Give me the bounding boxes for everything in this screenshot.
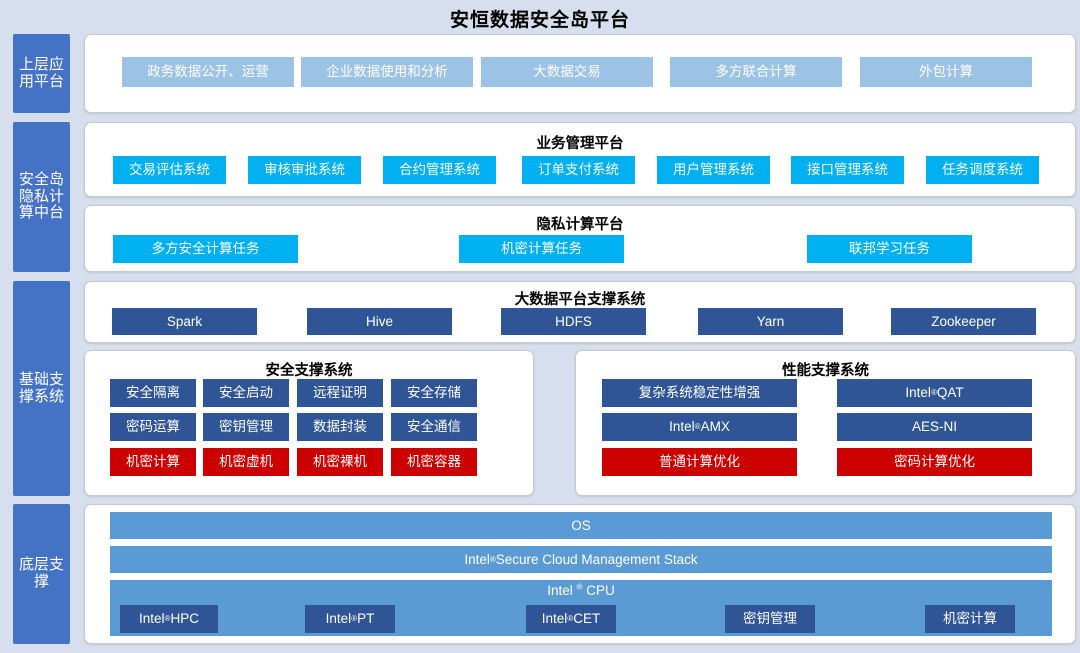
security-support-panel: 安全支撑系统 安全隔离 安全启动 远程证明 安全存储 密码运算 密钥管理 数据封…	[84, 350, 534, 496]
security-chip-key-mgmt[interactable]: 密钥管理	[203, 413, 289, 441]
bigdata-chip-spark[interactable]: Spark	[112, 308, 257, 335]
privacy-platform-panel: 隐私计算平台 多方安全计算任务 机密计算任务 联邦学习任务	[84, 205, 1076, 272]
sidebar-item-infra-support[interactable]: 基础支撑系统	[13, 281, 70, 496]
business-platform-title: 业务管理平台	[536, 136, 624, 152]
page-title: 安恒数据安全岛平台	[449, 10, 630, 31]
privacy-chip-mpc[interactable]: 多方安全计算任务	[113, 235, 298, 263]
bottom-chip-intel-pt[interactable]: Intel® PT	[305, 605, 395, 633]
app-chip-government[interactable]: 政务数据公开、运营	[122, 57, 294, 87]
bottom-chip-intel-cpu-label: Intel ® CPU	[547, 582, 615, 598]
sidebar-item-label: 底层支撑	[19, 556, 65, 590]
performance-chip-stability[interactable]: 复杂系统稳定性增强	[602, 379, 797, 407]
sidebar-item-application-platform[interactable]: 上层应用平台	[13, 34, 70, 113]
security-support-title: 安全支撑系统	[265, 363, 353, 379]
business-chip-trade-eval[interactable]: 交易评估系统	[113, 156, 226, 184]
app-chip-outsourced[interactable]: 外包计算	[860, 57, 1032, 87]
security-chip-crypto-op[interactable]: 密码运算	[110, 413, 196, 441]
bottom-chip-intel-cet[interactable]: Intel ® CET	[526, 605, 616, 633]
bottom-chip-intel-hpc[interactable]: Intel® HPC	[120, 605, 218, 633]
security-chip-secure-boot[interactable]: 安全启动	[203, 379, 289, 407]
sidebar-item-privacy-midplatform[interactable]: 安全岛隐私计算中台	[13, 122, 70, 272]
business-chip-user-mgmt[interactable]: 用户管理系统	[657, 156, 770, 184]
bottom-chip-os[interactable]: OS	[110, 512, 1052, 539]
security-chip-confidential-baremetal[interactable]: 机密裸机	[297, 448, 383, 476]
business-chip-api-mgmt[interactable]: 接口管理系统	[791, 156, 904, 184]
bigdata-platform-title: 大数据平台支撑系统	[514, 292, 646, 308]
business-platform-panel: 业务管理平台 交易评估系统 审核审批系统 合约管理系统 订单支付系统 用户管理系…	[84, 122, 1076, 197]
app-chip-enterprise[interactable]: 企业数据使用和分析	[301, 57, 473, 87]
sidebar-item-bottom-support[interactable]: 底层支撑	[13, 504, 70, 644]
performance-chip-general-compute-opt[interactable]: 普通计算优化	[602, 448, 797, 476]
application-platform-panel: 政务数据公开、运营 企业数据使用和分析 大数据交易 多方联合计算 外包计算	[84, 34, 1076, 113]
privacy-chip-confidential[interactable]: 机密计算任务	[459, 235, 624, 263]
security-chip-confidential-computing[interactable]: 机密计算	[110, 448, 196, 476]
performance-support-panel: 性能支撑系统 复杂系统稳定性增强 Intel® QAT Intel® AMX A…	[575, 350, 1076, 496]
bottom-support-panel: OS Intel® Secure Cloud Management Stack …	[84, 504, 1076, 644]
security-chip-secure-comm[interactable]: 安全通信	[391, 413, 477, 441]
privacy-platform-title: 隐私计算平台	[536, 217, 624, 233]
bigdata-chip-yarn[interactable]: Yarn	[698, 308, 843, 335]
sidebar-item-label: 上层应用平台	[19, 55, 65, 90]
bigdata-chip-hive[interactable]: Hive	[307, 308, 452, 335]
security-chip-remote-attest[interactable]: 远程证明	[297, 379, 383, 407]
sidebar-item-label: 基础支撑系统	[19, 370, 65, 405]
privacy-chip-federated[interactable]: 联邦学习任务	[807, 235, 972, 263]
security-chip-confidential-vm[interactable]: 机密虚机	[203, 448, 289, 476]
bottom-chip-confidential-computing[interactable]: 机密计算	[925, 605, 1015, 633]
performance-chip-qat[interactable]: Intel® QAT	[837, 379, 1032, 407]
business-chip-task-sched[interactable]: 任务调度系统	[926, 156, 1039, 184]
business-chip-audit[interactable]: 审核审批系统	[248, 156, 361, 184]
bottom-chip-secure-cloud-stack[interactable]: Intel® Secure Cloud Management Stack	[110, 546, 1052, 573]
business-chip-order-pay[interactable]: 订单支付系统	[522, 156, 635, 184]
security-chip-data-seal[interactable]: 数据封装	[297, 413, 383, 441]
app-chip-bigdata-trade[interactable]: 大数据交易	[481, 57, 653, 87]
bigdata-platform-panel: 大数据平台支撑系统 Spark Hive HDFS Yarn Zookeeper	[84, 281, 1076, 343]
app-chip-multiparty[interactable]: 多方联合计算	[670, 57, 842, 87]
performance-support-title: 性能支撑系统	[782, 363, 869, 379]
security-chip-isolation[interactable]: 安全隔离	[110, 379, 196, 407]
performance-chip-aes-ni[interactable]: AES-NI	[837, 413, 1032, 441]
bigdata-chip-hdfs[interactable]: HDFS	[501, 308, 646, 335]
bigdata-chip-zookeeper[interactable]: Zookeeper	[891, 308, 1036, 335]
bottom-chip-key-mgmt[interactable]: 密钥管理	[725, 605, 815, 633]
performance-chip-crypto-compute-opt[interactable]: 密码计算优化	[837, 448, 1032, 476]
sidebar-item-label: 安全岛隐私计算中台	[19, 170, 65, 222]
security-chip-confidential-container[interactable]: 机密容器	[391, 448, 477, 476]
performance-chip-amx[interactable]: Intel® AMX	[602, 413, 797, 441]
business-chip-contract[interactable]: 合约管理系统	[383, 156, 496, 184]
security-chip-secure-storage[interactable]: 安全存储	[391, 379, 477, 407]
